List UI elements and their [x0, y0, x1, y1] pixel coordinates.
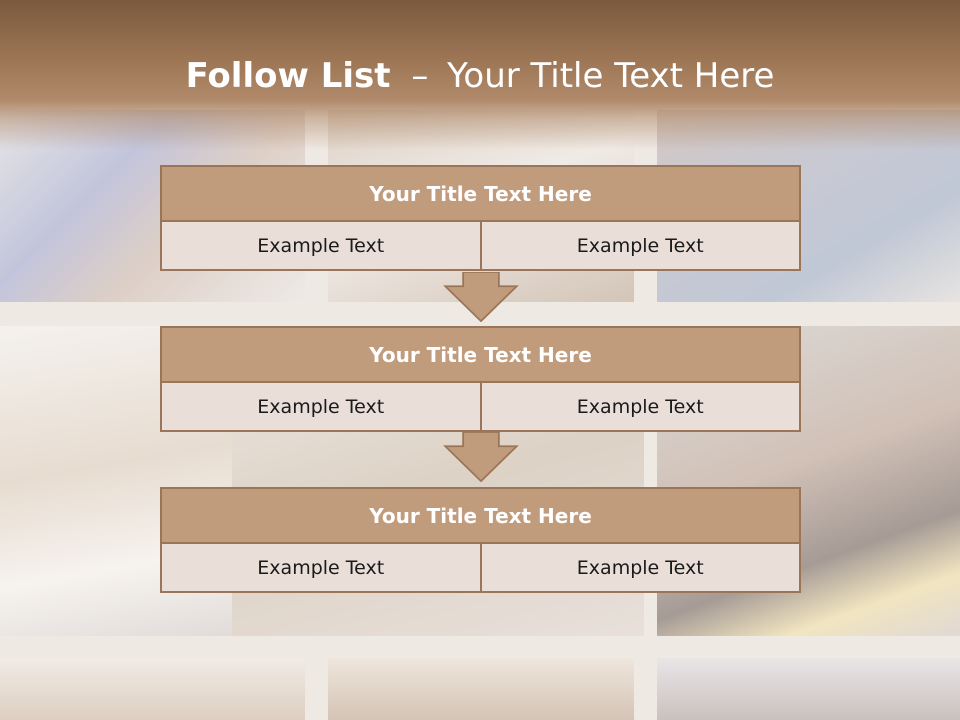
block-cell-right: Example Text — [479, 222, 799, 269]
block-row: Example Text Example Text — [160, 222, 801, 271]
slide-title-dash: – — [411, 56, 429, 96]
block-title: Your Title Text Here — [160, 487, 801, 544]
slide-title: Follow List – Your Title Text Here — [0, 54, 960, 98]
slide-title-rest: Your Title Text Here — [447, 56, 775, 96]
follow-list-block-1: Your Title Text Here Example Text Exampl… — [160, 165, 801, 271]
block-title: Your Title Text Here — [160, 165, 801, 222]
block-cell-left: Example Text — [162, 222, 480, 269]
block-cell-left: Example Text — [162, 544, 480, 591]
block-row: Example Text Example Text — [160, 544, 801, 593]
slide-title-bold: Follow List — [185, 56, 391, 96]
follow-list-block-2: Your Title Text Here Example Text Exampl… — [160, 326, 801, 432]
block-cell-right: Example Text — [479, 383, 799, 430]
photo-office-interior — [0, 658, 305, 720]
block-cell-right: Example Text — [479, 544, 799, 591]
block-cell-left: Example Text — [162, 383, 480, 430]
down-arrow-icon — [443, 272, 519, 322]
down-arrow-icon — [443, 432, 519, 482]
follow-list-block-3: Your Title Text Here Example Text Exampl… — [160, 487, 801, 593]
photo-treatment-room — [657, 658, 960, 720]
block-row: Example Text Example Text — [160, 383, 801, 432]
header-band — [0, 0, 960, 150]
block-title: Your Title Text Here — [160, 326, 801, 383]
photo-dental-lamp — [328, 658, 634, 720]
